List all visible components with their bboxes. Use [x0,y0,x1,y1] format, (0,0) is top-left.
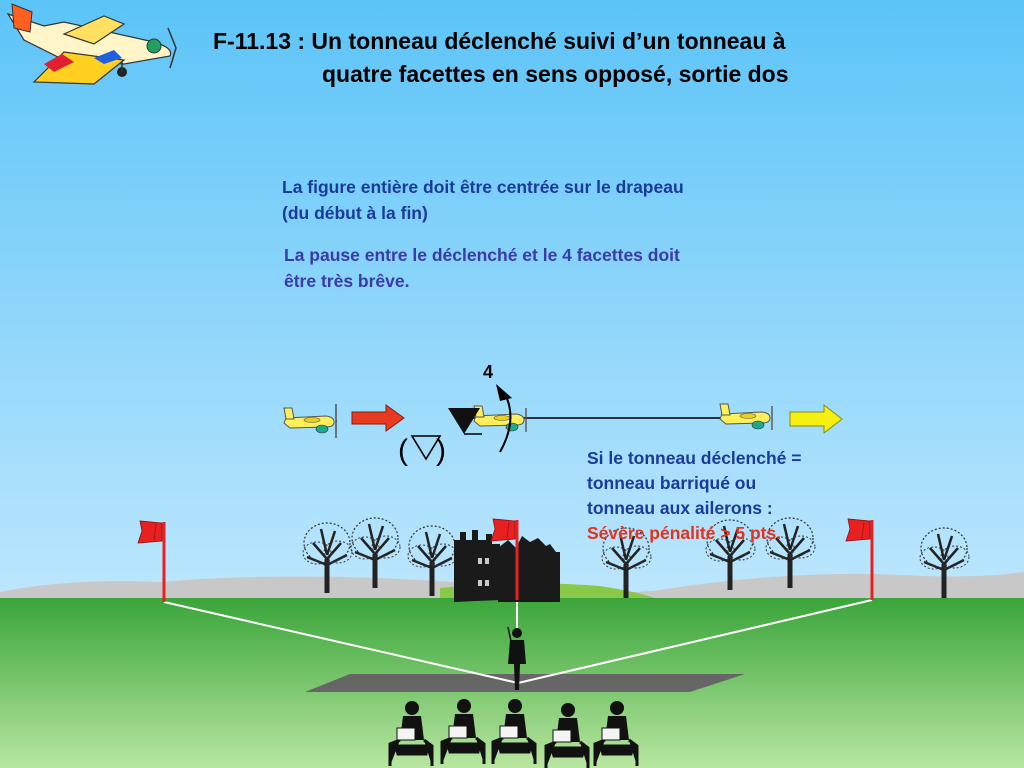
hills [0,572,1024,600]
exit-arrow [789,403,843,435]
penalty-warning: Sévère pénalité > 5 pts. [587,523,782,543]
judge-flag-icon [490,518,516,542]
roll-arrowhead [496,384,512,401]
runway [305,674,745,692]
penalty-line-2: tonneau barriqué ou [587,473,757,493]
roll-points-label: 4 [483,362,494,382]
castle-ruin-icon [454,530,560,602]
snap-roll-outline-icon [410,435,442,461]
entry-arrow [351,404,405,432]
note-centered-line-2: (du début à la fin) [282,203,428,223]
snap-alt-left: ( [398,434,408,467]
page-title-line-2: quatre facettes en sens opposé, sortie d… [322,61,789,87]
pilot-silhouette-icon [507,626,526,690]
note-centered: La figure entière doit être centrée sur … [282,174,822,226]
sight-lines [163,598,873,684]
note-pause: La pause entre le déclenché et le 4 face… [284,242,824,294]
note-centered-line-1: La figure entière doit être centrée sur … [282,177,684,197]
penalty-note: Si le tonneau déclenché = tonneau barriq… [587,446,887,546]
flight-diagram: ( ) [283,384,843,467]
note-pause-line-2: être très brêve. [284,271,410,291]
judge-flag-icon [137,520,163,544]
snap-roll-triangle-icon [448,408,480,434]
page-title-line-1: F-11.13 : Un tonneau déclenché suivi d’u… [213,28,786,54]
penalty-line-1: Si le tonneau déclenché = [587,448,802,468]
aerobatic-plane-icon [6,3,177,85]
penalty-line-3: tonneau aux ailerons : [587,498,773,518]
note-pause-line-1: La pause entre le déclenché et le 4 face… [284,245,680,265]
snap-alt-right: ) [436,434,446,467]
